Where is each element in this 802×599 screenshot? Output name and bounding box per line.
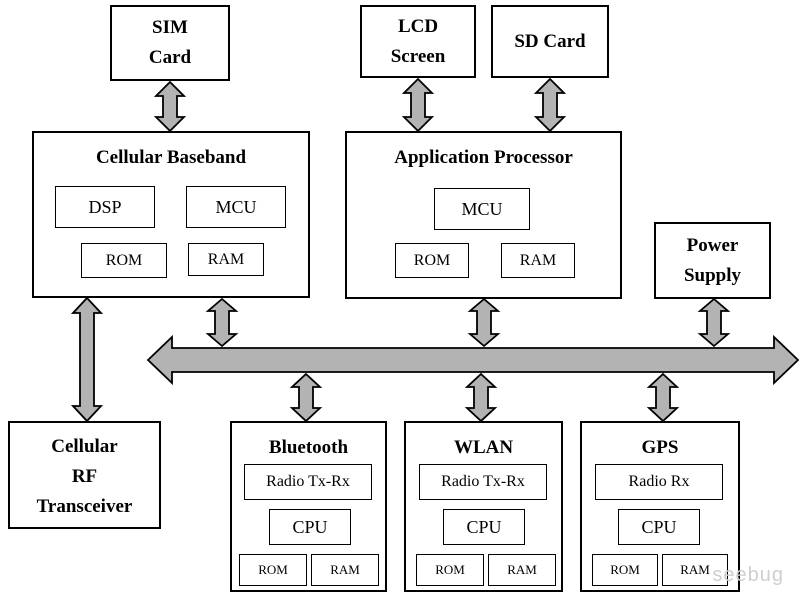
gps-ram-box: RAM [662,554,728,586]
power-supply-line1: Power [686,235,739,256]
gps-rom-box: ROM [592,554,658,586]
baseband-dsp-label: DSP [88,196,122,217]
bluetooth-ram-label: RAM [330,562,360,577]
wlan-radio-label: Radio Tx-Rx [441,473,525,490]
wlan-radio-box: Radio Tx-Rx [419,464,547,500]
cellular-rf-line2: RF [71,466,98,487]
arrow-baseband-rf [70,296,104,423]
wlan-rom-label: ROM [435,562,465,577]
baseband-rom-box: ROM [81,243,167,278]
arrow-bus-gps [646,372,680,423]
sd-card-box: SD Card [491,5,609,78]
bluetooth-cpu-box: CPU [269,509,351,545]
cellular-baseband-box: Cellular Baseband DSP MCU ROM RAM [32,131,310,298]
ap-rom-box: ROM [395,243,469,278]
lcd-screen-line1: LCD [397,16,439,37]
cellular-baseband-title: Cellular Baseband [95,147,247,168]
ap-mcu-label: MCU [461,198,503,219]
lcd-screen-line2: Screen [390,46,446,67]
ap-mcu-box: MCU [434,188,530,230]
bluetooth-title: Bluetooth [268,437,349,458]
bluetooth-cpu-label: CPU [292,516,328,537]
ap-ram-box: RAM [501,243,575,278]
gps-rom-label: ROM [610,562,640,577]
bluetooth-rom-label: ROM [258,562,288,577]
application-processor-title: Application Processor [394,147,573,168]
bluetooth-radio-label: Radio Tx-Rx [266,473,350,490]
bluetooth-ram-box: RAM [311,554,379,586]
wlan-ram-box: RAM [488,554,556,586]
wlan-cpu-label: CPU [466,516,502,537]
wlan-rom-box: ROM [416,554,484,586]
cellular-rf-line3: Transceiver [36,496,133,517]
wlan-box: WLAN Radio Tx-Rx CPU ROM RAM [404,421,563,592]
bluetooth-radio-box: Radio Tx-Rx [244,464,372,500]
gps-radio-box: Radio Rx [595,464,723,500]
lcd-screen-box: LCD Screen [360,5,476,78]
wlan-ram-label: RAM [507,562,537,577]
cellular-rf-transceiver-box: Cellular RF Transceiver [8,421,161,529]
gps-title: GPS [641,437,679,458]
power-supply-box: Power Supply [654,222,771,299]
baseband-ram-label: RAM [207,250,245,268]
baseband-rom-label: ROM [105,251,143,269]
arrow-lcd-ap [401,77,435,133]
system-bus [146,334,800,386]
arrow-sd-ap [533,77,567,133]
arrow-ap-bus [467,297,501,348]
arrow-bus-wlan [464,372,498,423]
arrow-sim-baseband [153,80,187,133]
baseband-dsp-box: DSP [55,186,155,228]
cellular-rf-line1: Cellular [51,436,118,457]
ap-rom-label: ROM [413,251,451,269]
arrow-power-bus [697,297,731,348]
gps-cpu-label: CPU [641,516,677,537]
gps-box: GPS Radio Rx CPU ROM RAM [580,421,740,592]
application-processor-box: Application Processor MCU ROM RAM [345,131,622,299]
ap-ram-label: RAM [519,251,557,269]
power-supply-line2: Supply [683,265,742,286]
watermark: seebug [712,564,784,586]
sim-card-box: SIM Card [110,5,230,81]
bluetooth-rom-box: ROM [239,554,307,586]
gps-radio-label: Radio Rx [628,473,690,490]
sim-card-line1: SIM [152,17,188,38]
baseband-ram-box: RAM [188,243,264,276]
sim-card-line2: Card [148,47,192,68]
baseband-mcu-box: MCU [186,186,286,228]
bluetooth-box: Bluetooth Radio Tx-Rx CPU ROM RAM [230,421,387,592]
gps-ram-label: RAM [680,562,710,577]
arrow-bus-bluetooth [289,372,323,423]
wlan-title: WLAN [453,437,514,458]
gps-cpu-box: CPU [618,509,700,545]
arrow-baseband-bus [205,297,239,348]
baseband-mcu-label: MCU [215,196,257,217]
sd-card-label: SD Card [514,30,586,52]
wlan-cpu-box: CPU [443,509,525,545]
